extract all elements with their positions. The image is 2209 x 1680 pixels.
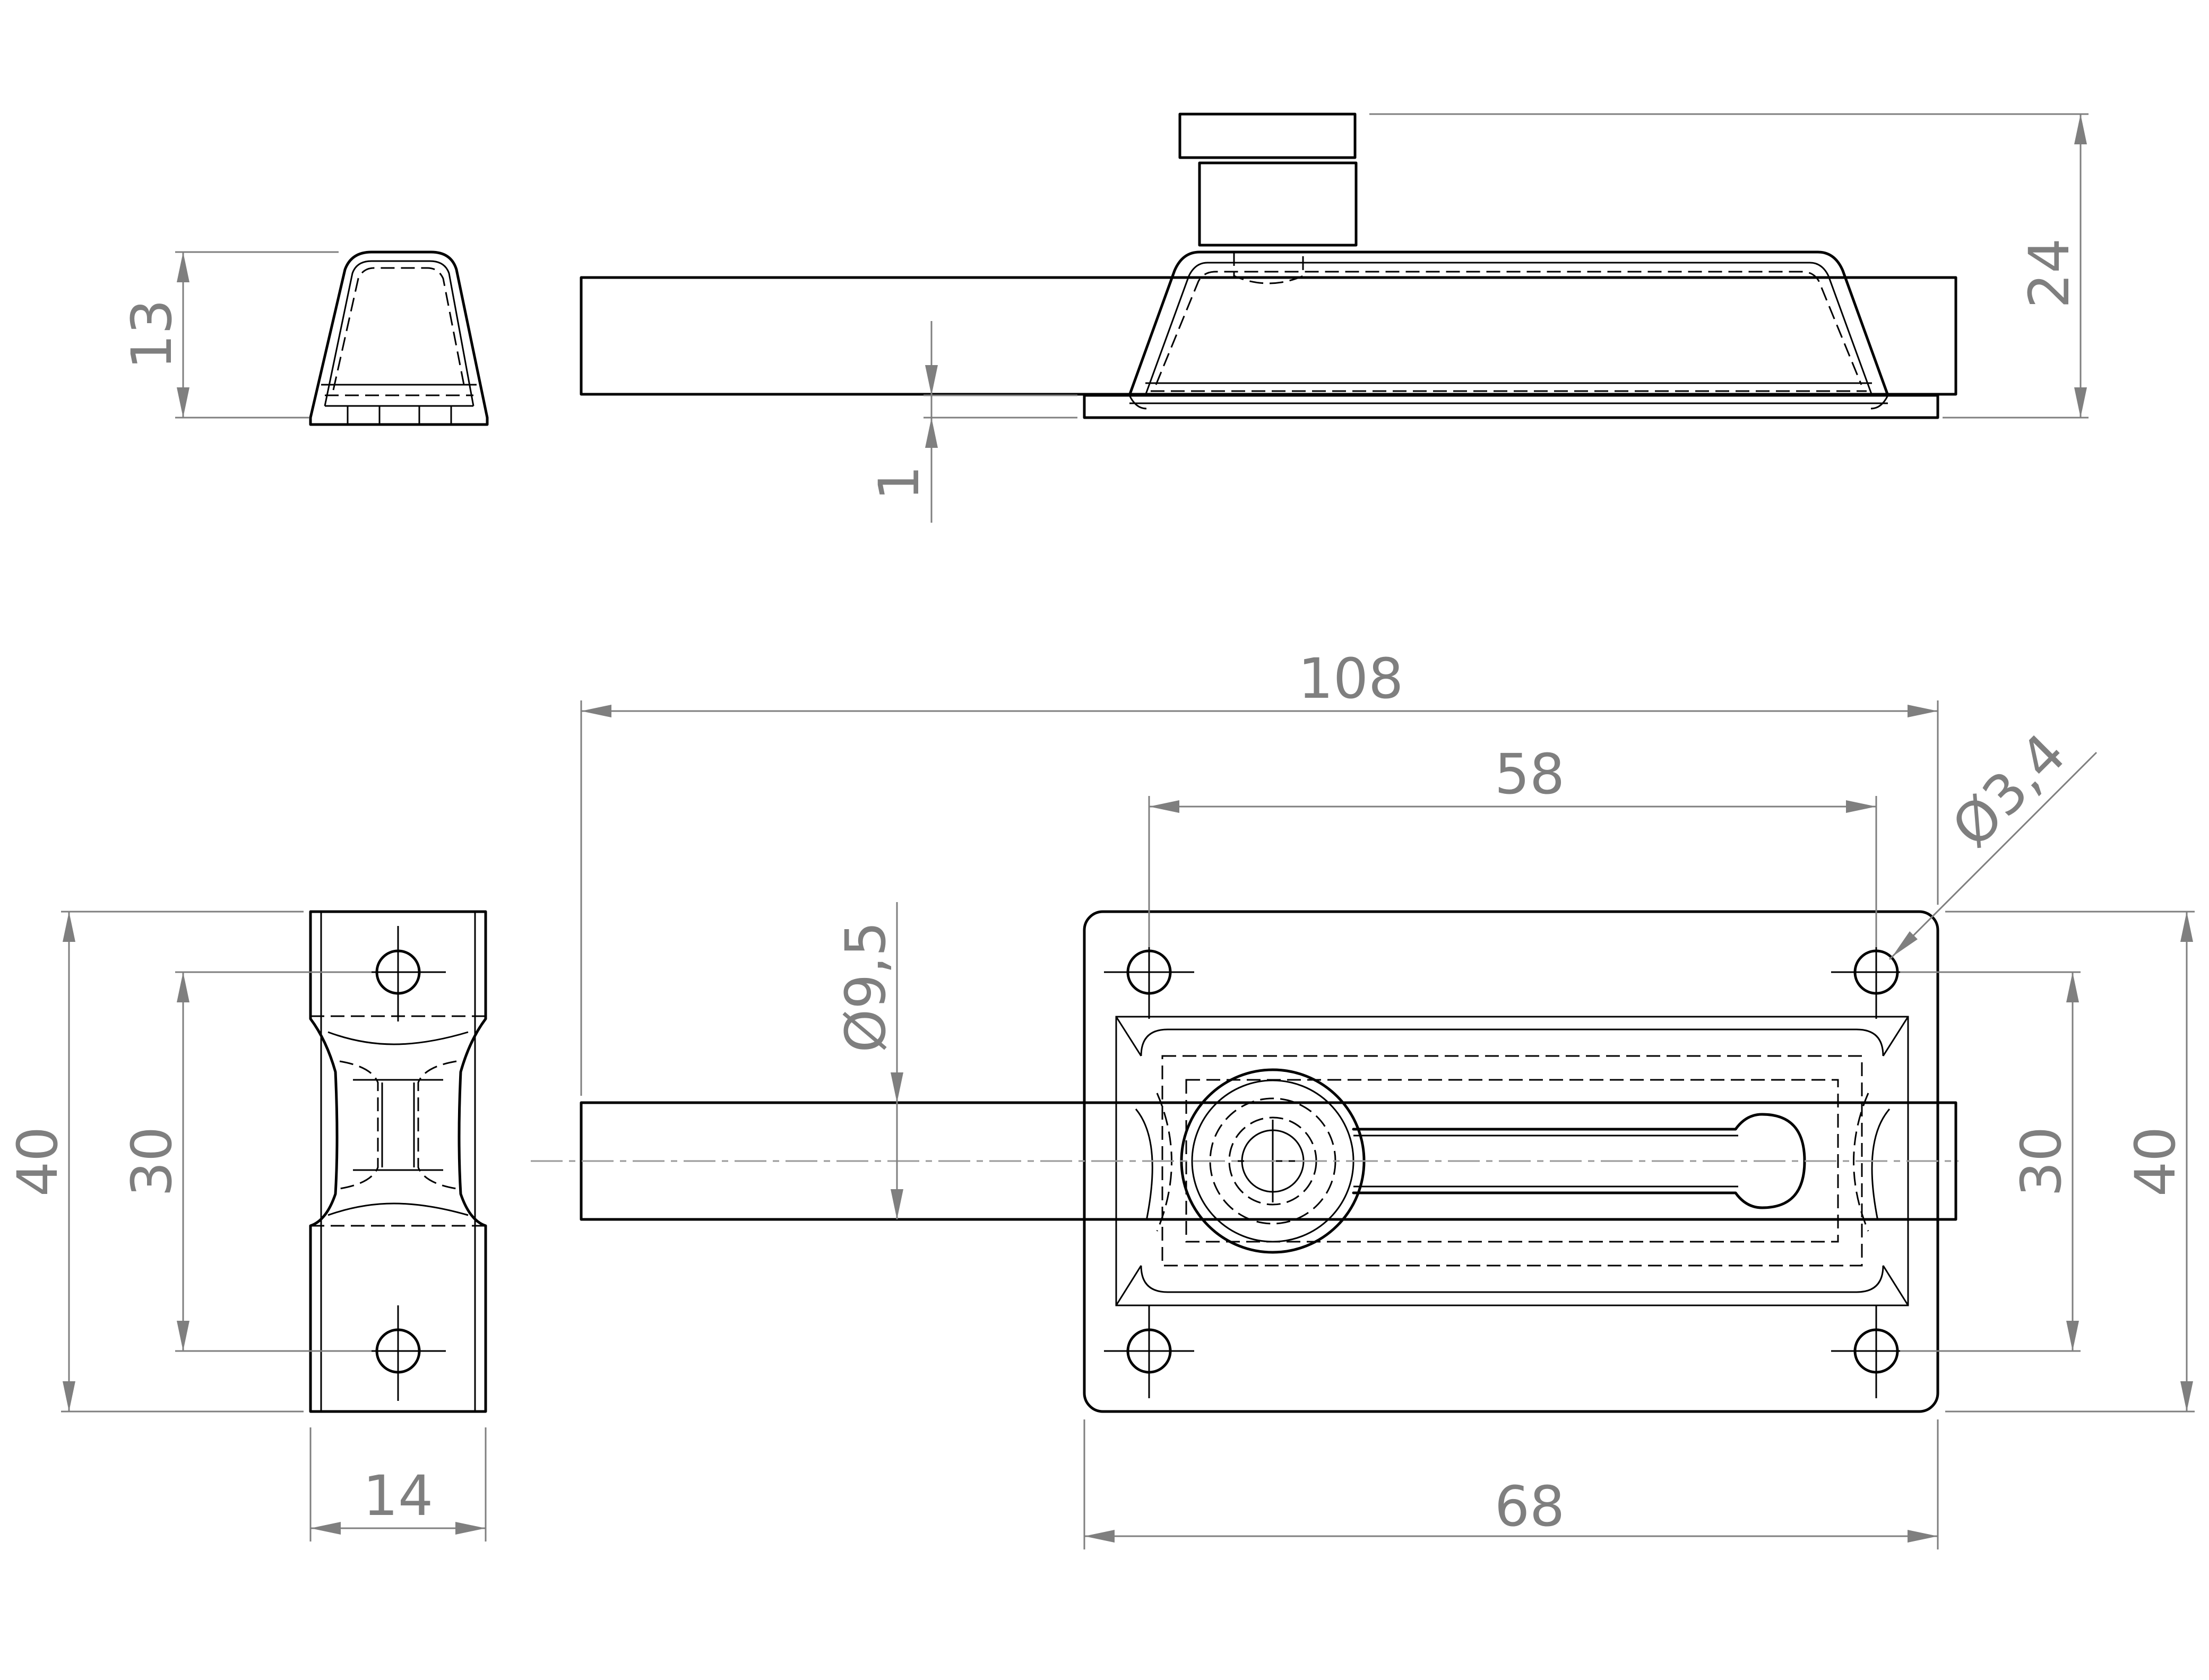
dimension-lines xyxy=(61,113,2195,1549)
dim-1: 1 xyxy=(867,465,931,500)
keeper-side-view xyxy=(309,250,489,426)
keeper-front-view xyxy=(309,910,487,1413)
dim-58: 58 xyxy=(1495,742,1565,807)
bolt-side-view xyxy=(580,112,1957,419)
dim-68: 68 xyxy=(1495,1474,1565,1539)
dim-108: 108 xyxy=(1298,646,1404,711)
dimension-labels: 13 24 1 108 58 Ø3,4 Ø9,5 68 30 40 40 30 … xyxy=(5,238,2188,1539)
dim-30-left: 30 xyxy=(119,1127,184,1197)
latch-front-view xyxy=(531,910,1958,1413)
dim-bolt-diameter: Ø9,5 xyxy=(833,921,898,1052)
dim-13: 13 xyxy=(119,299,184,369)
dim-24: 24 xyxy=(2017,238,2082,308)
dim-14: 14 xyxy=(363,1463,433,1528)
dim-40-left: 40 xyxy=(5,1127,70,1197)
dim-hole-diameter: Ø3,4 xyxy=(1939,721,2078,860)
dim-30-right: 30 xyxy=(2009,1127,2074,1197)
dim-40-right: 40 xyxy=(2123,1127,2188,1197)
